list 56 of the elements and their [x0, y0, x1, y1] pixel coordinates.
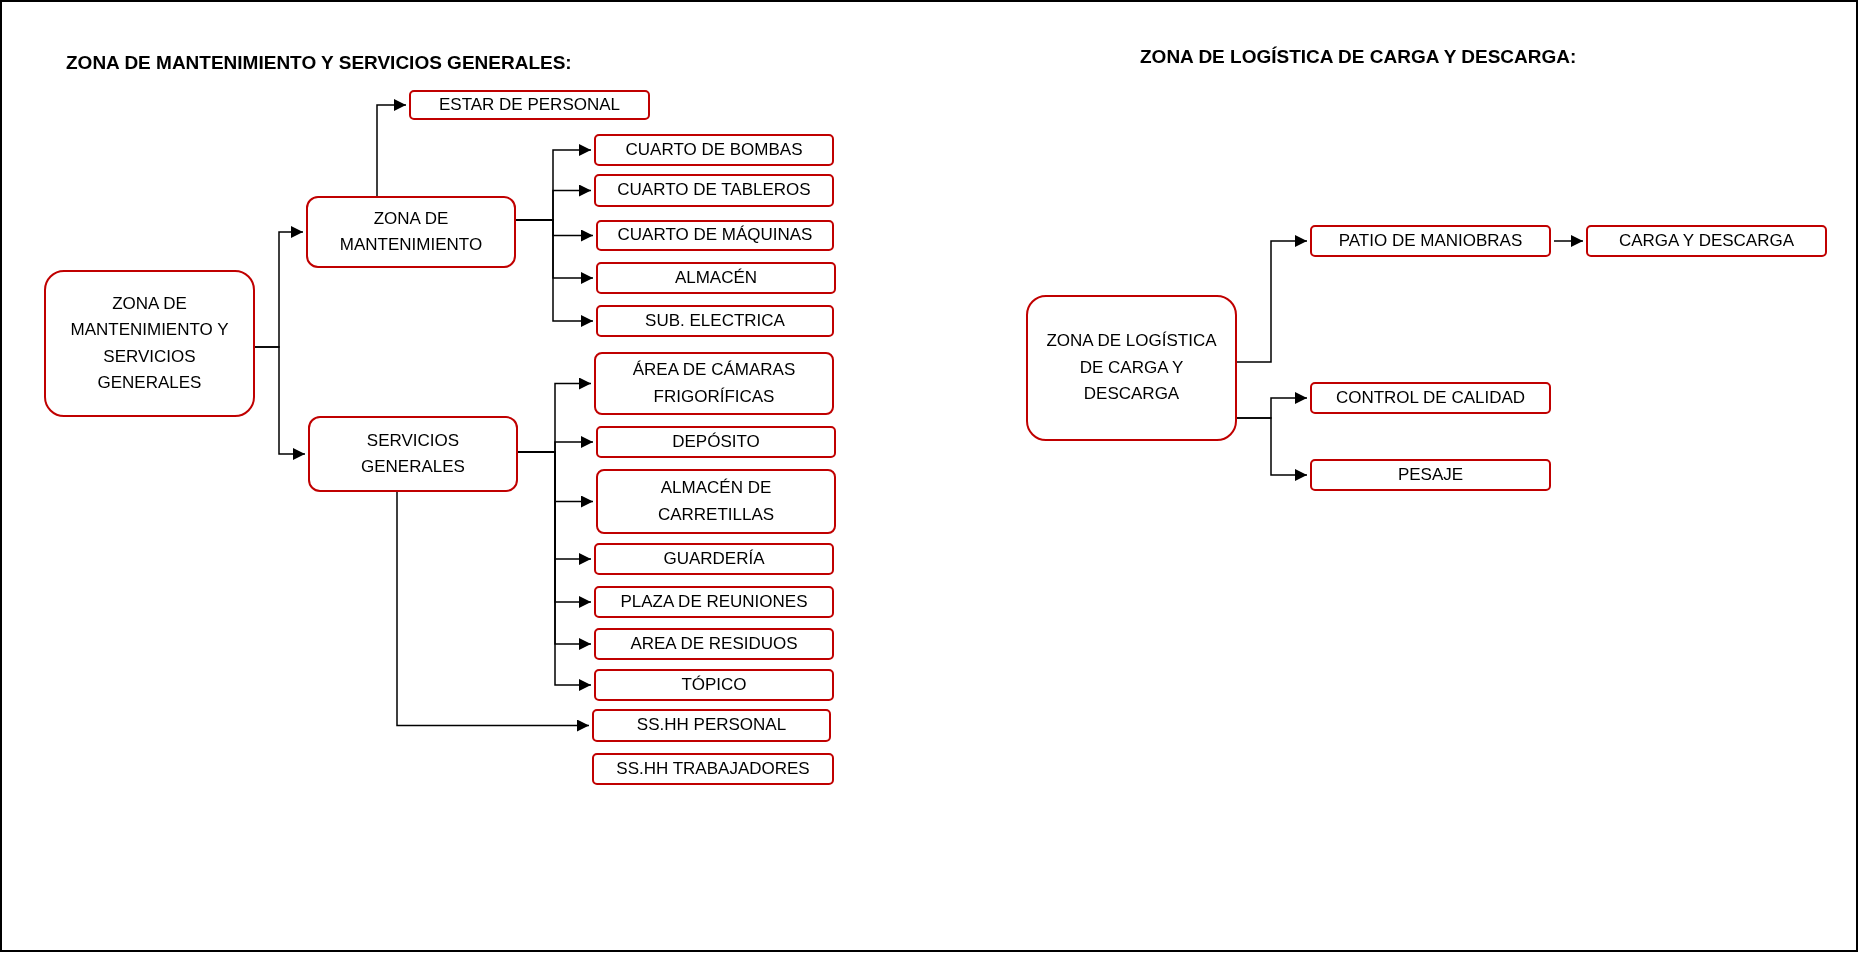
- box-label: GUARDERÍA: [662, 547, 766, 570]
- box-label: ZONA DE MANTENIMIENTO Y SERVICIOS GENERALES: [69, 292, 230, 394]
- box-label: CUARTO DE TABLEROS: [616, 179, 812, 202]
- arrow: [1236, 417, 1308, 481]
- section-heading: ZONA DE LOGÍSTICA DE CARGA Y DESCARGA:: [1140, 46, 1577, 68]
- process-box: [594, 134, 834, 166]
- process-box: [594, 174, 834, 207]
- box-label: PESAJE: [1396, 463, 1465, 486]
- process-box: [594, 669, 834, 701]
- box-label: CONTROL DE CALIDAD: [1334, 386, 1527, 409]
- arrow: [254, 346, 306, 460]
- box-label: DEPÓSITO: [671, 430, 761, 453]
- section-heading: ZONA DE MANTENIMIENTO Y SERVICIOS GENERALES:: [66, 52, 572, 74]
- box-label: ALMACÉN DE CARRETILLAS: [656, 477, 776, 526]
- process-box: [1310, 382, 1551, 414]
- box-label: ALMACÉN: [673, 266, 759, 289]
- process-box: [1310, 225, 1551, 257]
- process-box: [594, 543, 834, 575]
- process-box: [594, 586, 834, 618]
- process-box: [1026, 295, 1237, 441]
- process-box: [592, 709, 831, 742]
- box-label: SUB. ELECTRICA: [644, 309, 786, 332]
- box-label: CARGA Y DESCARGA: [1617, 229, 1796, 252]
- process-box: [44, 270, 255, 417]
- box-label: AREA DE RESIDUOS: [629, 632, 799, 655]
- box-label: CUARTO DE MÁQUINAS: [616, 224, 814, 247]
- arrow: [376, 99, 407, 197]
- process-box: [1586, 225, 1827, 257]
- process-box: [596, 426, 836, 458]
- box-label: SS.HH PERSONAL: [635, 714, 788, 737]
- box-label: SS.HH TRABAJADORES: [615, 757, 811, 780]
- process-box: [596, 262, 836, 294]
- process-box: [596, 305, 834, 337]
- box-label: CUARTO DE BOMBAS: [624, 138, 804, 161]
- process-box: [594, 628, 834, 660]
- box-label: SERVICIOS GENERALES: [360, 429, 466, 478]
- process-box: [596, 469, 836, 534]
- box-label: ÁREA DE CÁMARAS FRIGORÍFICAS: [631, 359, 797, 408]
- process-box: [596, 220, 834, 251]
- arrow: [515, 219, 594, 327]
- arrow: [1236, 235, 1308, 363]
- process-box: [409, 90, 650, 120]
- box-label: ESTAR DE PERSONAL: [437, 93, 622, 116]
- arrow: [517, 451, 592, 691]
- process-box: [592, 753, 834, 785]
- box-label: PATIO DE MANIOBRAS: [1337, 229, 1524, 252]
- arrow: [396, 491, 590, 732]
- box-label: TÓPICO: [680, 673, 748, 696]
- process-box: [594, 352, 834, 415]
- process-box: [308, 416, 518, 492]
- box-label: ZONA DE MANTENIMIENTO: [338, 207, 484, 256]
- arrow: [1553, 235, 1584, 247]
- box-label: ZONA DE LOGÍSTICA DE CARGA Y DESCARGA: [1045, 330, 1218, 406]
- process-box: [306, 196, 516, 268]
- process-box: [1310, 459, 1551, 491]
- box-label: PLAZA DE REUNIONES: [619, 590, 809, 613]
